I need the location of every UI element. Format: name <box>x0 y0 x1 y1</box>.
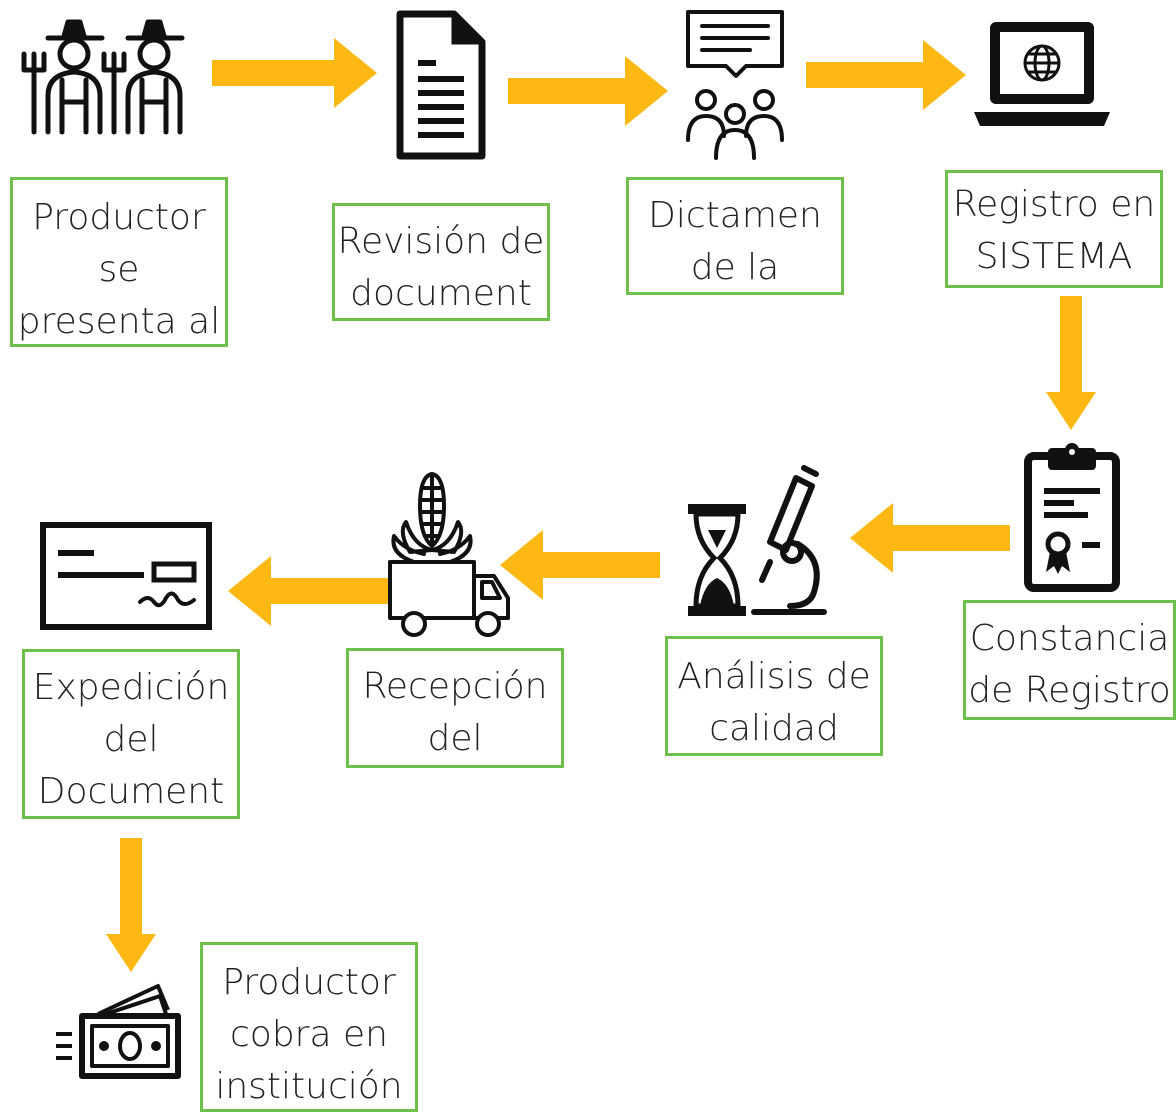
step-box-line: calidad <box>709 708 839 749</box>
step-box-line: Document <box>37 771 225 812</box>
step-box-productor-cobra: Productor cobra en institución <box>200 942 418 1112</box>
step-box-line: del <box>427 718 483 759</box>
check-icon <box>40 522 212 630</box>
arrow-3-to-4 <box>806 40 966 110</box>
step-box-line: institución <box>215 1066 403 1107</box>
step-box-line: Productor <box>32 197 206 238</box>
meeting-icon <box>686 10 784 160</box>
laptop-globe-icon <box>974 22 1110 126</box>
step-box-line: presenta al <box>17 301 221 342</box>
step-box-recepcion: Recepción del <box>346 648 564 768</box>
cash-icon <box>56 984 181 1079</box>
arrow-4-to-5 <box>1046 296 1096 430</box>
step-box-line: Revisión de <box>337 221 545 262</box>
step-box-line: Registro en <box>952 184 1156 225</box>
step-box-line: SISTEMA <box>975 236 1133 277</box>
step-box-line: Recepción <box>362 666 548 707</box>
step-box-line: Constancia <box>969 618 1170 659</box>
step-box-productor-se-presenta: Productor se presenta al <box>10 177 228 347</box>
arrow-2-to-3 <box>508 56 668 126</box>
step-box-line: cobra en <box>230 1014 388 1055</box>
step-box-line: de Registro <box>968 670 1171 711</box>
step-box-line: Análisis de <box>677 656 871 697</box>
step-box-constancia-registro: Constancia de Registro <box>963 600 1176 720</box>
step-box-line: document <box>350 273 532 314</box>
step-box-line: Dictamen <box>648 195 822 236</box>
step-box-line: Expedición <box>32 667 230 708</box>
document-icon <box>396 10 486 160</box>
step-box-line: se <box>98 249 140 290</box>
step-box-revision-documentos: Revisión de document <box>332 203 550 321</box>
step-box-line: del <box>103 719 159 760</box>
corn-truck-icon <box>388 472 510 637</box>
step-box-analisis-calidad: Análisis de calidad <box>665 636 883 756</box>
step-box-dictamen: Dictamen de la <box>626 177 844 295</box>
step-box-registro-sistema: Registro en SISTEMA <box>945 170 1163 288</box>
step-box-expedicion-documento: Expedición del Document <box>22 649 240 819</box>
hourglass-microscope-icon <box>688 465 827 616</box>
arrow-1-to-2 <box>212 38 377 108</box>
arrow-8-to-9 <box>106 838 156 972</box>
step-box-line: de la <box>690 247 780 288</box>
arrow-6-to-7 <box>500 530 660 600</box>
arrow-5-to-6 <box>850 503 1010 573</box>
step-box-line: Productor <box>222 962 396 1003</box>
clipboard-certificate-icon <box>1024 443 1120 592</box>
farmers-icon <box>21 19 185 135</box>
arrow-7-to-8 <box>228 556 388 626</box>
